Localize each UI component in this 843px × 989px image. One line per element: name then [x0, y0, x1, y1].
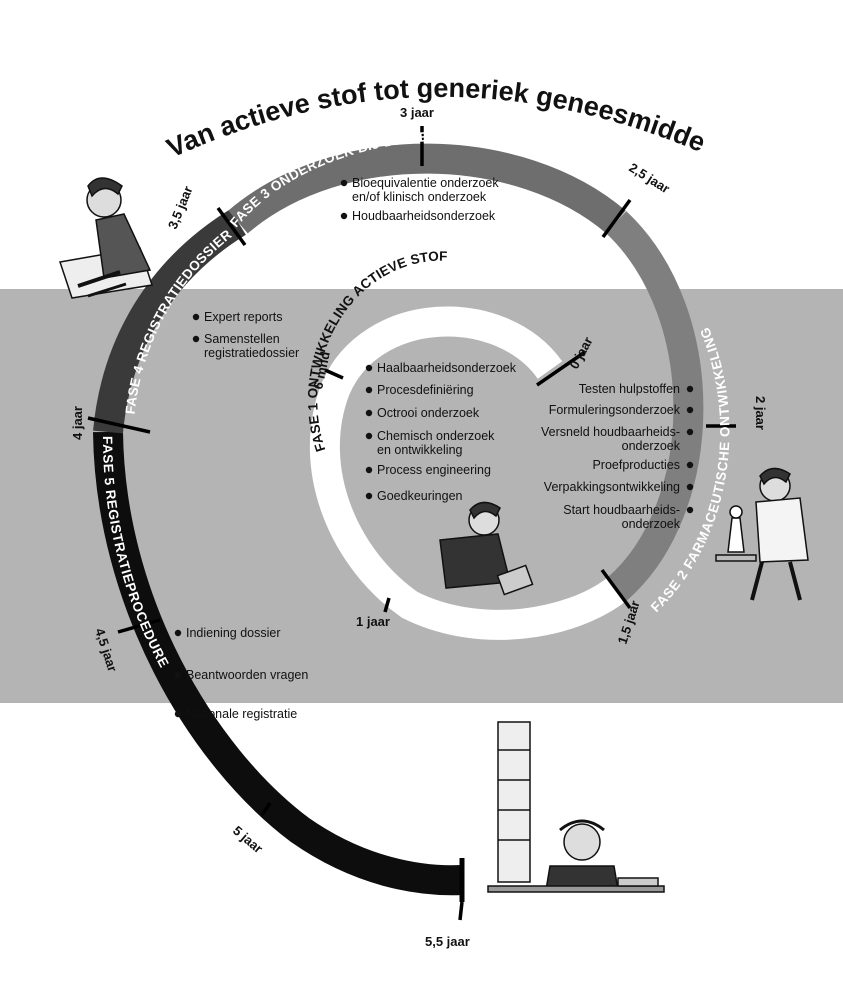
tick-2-5-jaar	[601, 198, 632, 239]
tick-5-jaar	[260, 802, 272, 816]
item-text-line: Octrooi onderzoek	[377, 406, 480, 420]
tick-label-5-jaar: 5 jaar	[230, 823, 266, 856]
item-text-line: Testen hulpstoffen	[579, 382, 680, 396]
phase1-item: Process engineering	[365, 463, 491, 477]
bullet-dot	[686, 506, 694, 514]
item-text-line: Nationale registratie	[186, 707, 297, 721]
bullet-dot	[365, 466, 373, 474]
tick-label-1-jaar: 1 jaar	[356, 614, 390, 629]
item-text-line: en ontwikkeling	[377, 443, 463, 457]
item-text-line: en/of klinisch onderzoek	[352, 190, 487, 204]
phase1-item: Haalbaarheidsonderzoek	[365, 361, 517, 375]
tick-label-2-5-jaar: 2,5 jaar	[626, 160, 672, 196]
tick-marks	[87, 126, 736, 921]
tick-1-5-jaar	[600, 568, 632, 610]
phase2-item: Versneld houdbaarheids-onderzoek	[541, 425, 694, 453]
item-text-line: Process engineering	[377, 463, 491, 477]
item-text-line: Versneld houdbaarheids-	[541, 425, 680, 439]
phase5-segment	[93, 431, 463, 896]
phase2-item: Testen hulpstoffen	[579, 382, 694, 396]
bullet-dot	[340, 179, 348, 187]
diagram-title: Van actieve stof tot generiek geneesmidd…	[0, 0, 710, 163]
tick-1-jaar	[383, 597, 391, 613]
item-text-line: Samenstellen	[204, 332, 280, 346]
bullet-dot	[365, 492, 373, 500]
item-text-line: Procesdefiniëring	[377, 383, 474, 397]
bullet-dot	[365, 432, 373, 440]
bullet-dot	[686, 428, 694, 436]
tick-label-5-5-jaar: 5,5 jaar	[425, 934, 470, 949]
item-text-line: Beantwoorden vragen	[186, 668, 308, 682]
bullet-dot	[686, 461, 694, 469]
item-text-line: Chemisch onderzoek	[377, 429, 495, 443]
tick-6-mnd	[324, 368, 344, 380]
activity-lists: HaalbaarheidsonderzoekProcesdefiniëringO…	[174, 176, 694, 721]
tick-5-5-jaar	[458, 901, 464, 921]
phase5-item: Beantwoorden vragen	[174, 668, 308, 682]
tick-0-jaar	[536, 350, 586, 387]
bullet-dot	[192, 313, 200, 321]
item-text-line: Goedkeuringen	[377, 489, 463, 503]
tick-label-4-jaar: 4 jaar	[70, 406, 85, 440]
bullet-dot	[365, 409, 373, 417]
phase3-segment	[228, 143, 626, 234]
phase1-segment	[309, 306, 626, 640]
item-text-line: onderzoek	[622, 439, 681, 453]
bullet-dot	[365, 386, 373, 394]
item-text-line: Verpakkingsontwikkeling	[544, 480, 680, 494]
phase2-item: Verpakkingsontwikkeling	[544, 480, 694, 494]
bullet-dot	[365, 364, 373, 372]
tick-4-5-jaar	[117, 618, 161, 634]
item-text-line: onderzoek	[622, 517, 681, 531]
item-text-line: Indiening dossier	[186, 626, 281, 640]
item-text-line: Bioequivalentie onderzoek	[352, 176, 499, 190]
tick-3-5-jaar	[216, 206, 247, 247]
phase3-item: Houdbaarheidsonderzoek	[340, 209, 496, 223]
accountant-illustration	[439, 501, 534, 596]
phase4-item: Expert reports	[192, 310, 283, 324]
item-text-line: Proefproducties	[592, 458, 680, 472]
phase1-item: Octrooi onderzoek	[365, 406, 480, 420]
item-text-line: Houdbaarheidsonderzoek	[352, 209, 496, 223]
bullet-dot	[174, 671, 182, 679]
bullet-dot	[192, 335, 200, 343]
phase2-item: Formuleringsonderzoek	[549, 403, 694, 417]
item-text-line: Expert reports	[204, 310, 283, 324]
tick-label-3-jaar: 3 jaar	[400, 105, 434, 120]
item-text-line: Haalbaarheidsonderzoek	[377, 361, 517, 375]
phase2-item: Start houdbaarheids-onderzoek	[563, 503, 694, 531]
tick-4-jaar	[87, 416, 151, 434]
tick-label-3-5-jaar: 3,5 jaar	[165, 184, 196, 231]
phase1-item: Procesdefiniëring	[365, 383, 474, 397]
bullet-dot	[174, 710, 182, 718]
bullet-dot	[686, 483, 694, 491]
tick-label-2-jaar: 2 jaar	[753, 396, 768, 430]
phase4-segment	[93, 209, 246, 434]
bullet-dot	[340, 212, 348, 220]
phase5-item: Indiening dossier	[174, 626, 281, 640]
phase2-item: Proefproducties	[592, 458, 694, 472]
bullet-dot	[686, 385, 694, 393]
phase5-item: Nationale registratie	[174, 707, 297, 721]
item-text-line: Formuleringsonderzoek	[549, 403, 681, 417]
bullet-dot	[686, 406, 694, 414]
bullet-dot	[174, 629, 182, 637]
writer-illustration	[59, 177, 153, 299]
item-text-line: Start houdbaarheids-	[563, 503, 680, 517]
relaxing-man-illustration	[487, 721, 665, 893]
scientist-illustration	[715, 467, 809, 601]
phase1-item: Goedkeuringen	[365, 489, 463, 503]
item-text-line: registratiedossier	[204, 346, 299, 360]
